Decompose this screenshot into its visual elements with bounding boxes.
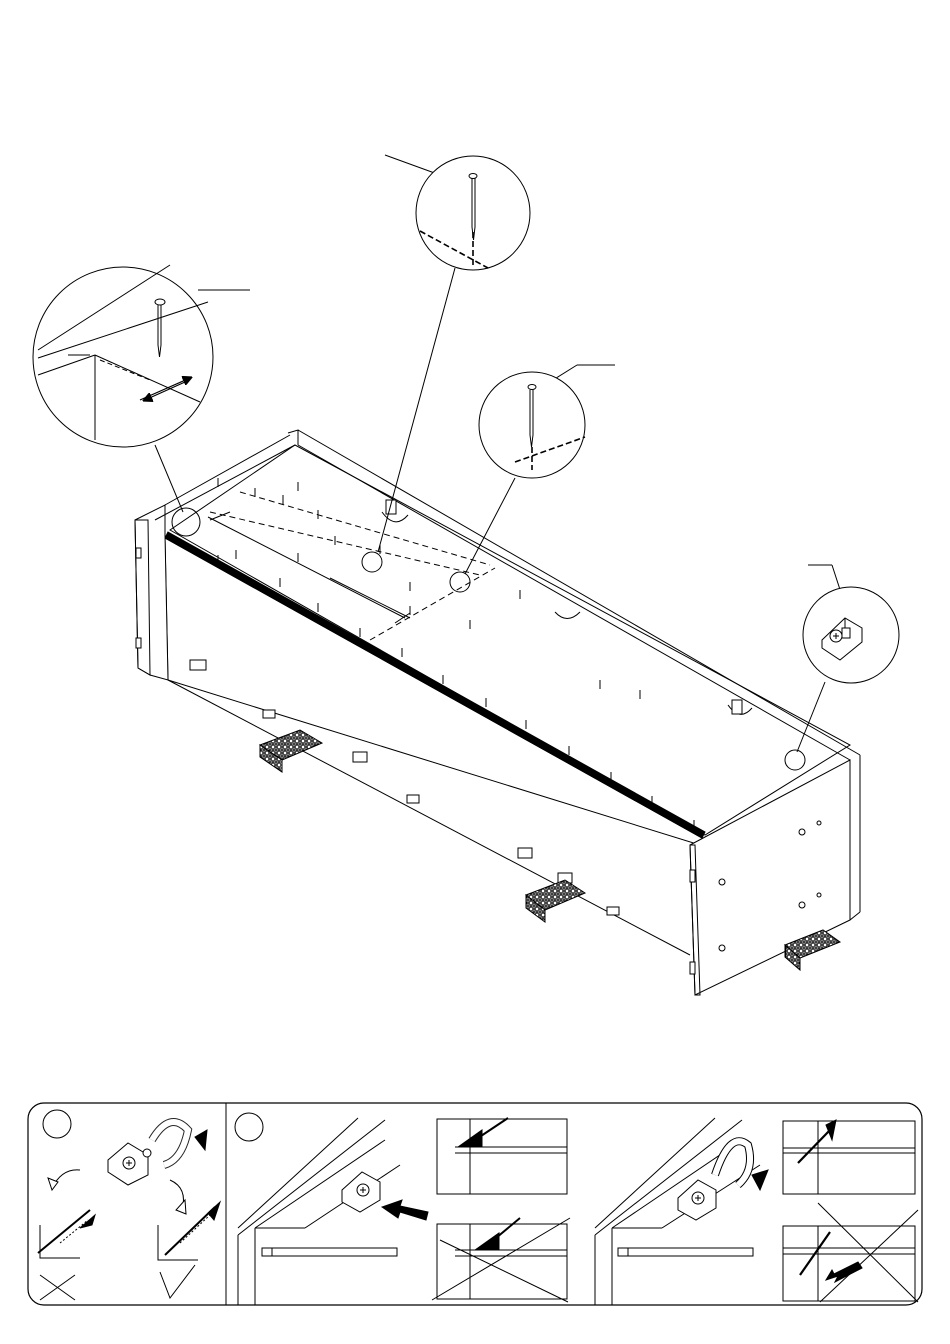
inset-correct-1	[437, 1118, 567, 1194]
correct-checkmark-icon	[160, 1265, 195, 1298]
push-arrow-icon	[382, 1200, 428, 1220]
step-1	[38, 1110, 220, 1300]
cabinet-diagram	[135, 430, 860, 995]
nail-detail-right	[465, 365, 615, 574]
inset-wrong-2	[783, 1203, 918, 1302]
connector-fitting-icon	[342, 1172, 380, 1212]
back-panel	[170, 445, 850, 835]
step-2	[235, 1113, 918, 1305]
instruction-panel	[28, 1103, 922, 1305]
correct-screw-angle-icon	[158, 1202, 220, 1260]
step-1-number-circle	[43, 1110, 71, 1138]
curved-arrow-right-icon	[170, 1180, 186, 1214]
fitting-detail	[797, 565, 899, 752]
inset-wrong-1	[432, 1218, 570, 1302]
wrong-screw-angle-icon	[38, 1210, 95, 1258]
connector-fitting-icon	[108, 1143, 151, 1185]
curved-arrow-left-icon	[48, 1170, 80, 1190]
nail-detail-left	[33, 265, 250, 512]
step-2-number-circle	[235, 1113, 263, 1141]
inset-correct-2	[783, 1120, 915, 1194]
rotate-arrow-icon	[715, 1141, 768, 1190]
cabinet-corner-left	[238, 1118, 400, 1305]
wrong-cross-icon	[40, 1275, 75, 1300]
rotate-arrow-icon	[152, 1122, 207, 1165]
